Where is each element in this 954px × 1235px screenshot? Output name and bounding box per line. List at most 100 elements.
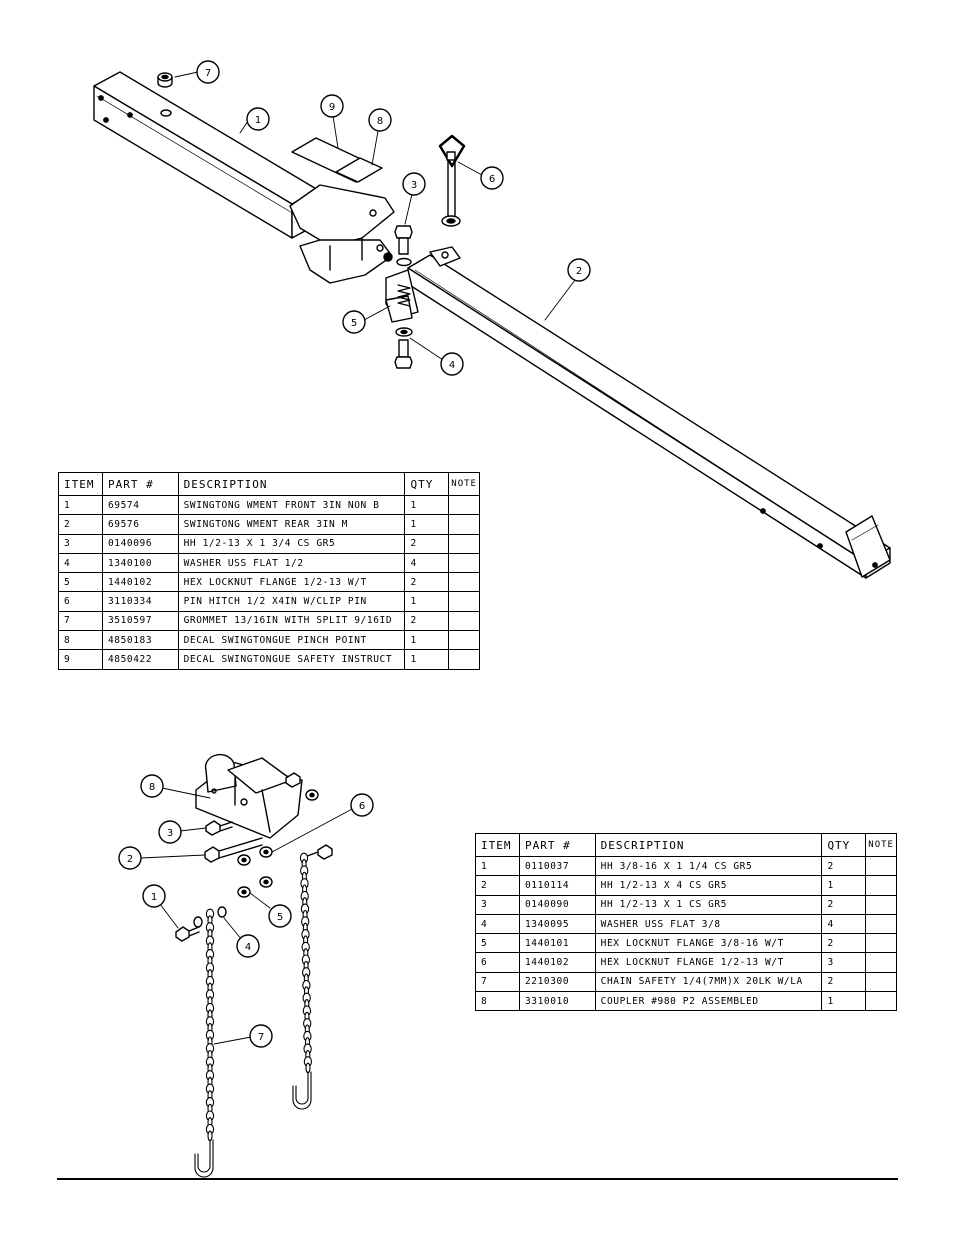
cell-note xyxy=(865,875,897,896)
chain-link xyxy=(305,1062,311,1074)
bottom-callouts xyxy=(118,774,374,1048)
cell-qty: 4 xyxy=(821,913,867,935)
chain-hook xyxy=(292,1071,312,1110)
table-header-row: ITEM PART # DESCRIPTION QTY NOTE xyxy=(475,833,897,857)
cell-description: HH 3/8-16 X 1 1/4 CS GR5 xyxy=(594,855,823,877)
chain-link xyxy=(207,1130,213,1142)
decals xyxy=(291,137,383,183)
cell-part: 69574 xyxy=(101,494,179,516)
footer-rule xyxy=(57,1178,898,1180)
cell-item: 5 xyxy=(58,572,103,593)
callout-bottom-3: 3 xyxy=(167,828,173,839)
cell-item: 3 xyxy=(475,894,520,915)
cell-qty: 1 xyxy=(404,649,450,670)
cell-part: 1440102 xyxy=(101,572,179,593)
header-description: DESCRIPTION xyxy=(594,833,823,857)
cell-note xyxy=(865,952,897,973)
cell-note xyxy=(448,591,480,612)
cell-part: 1340095 xyxy=(518,913,596,935)
cell-item: 8 xyxy=(58,630,103,651)
cell-part: 0140090 xyxy=(518,894,596,915)
cell-item: 6 xyxy=(58,591,103,612)
cell-qty: 2 xyxy=(821,894,867,915)
header-part: PART # xyxy=(101,472,179,496)
cell-qty: 1 xyxy=(404,494,450,516)
cell-description: WASHER USS FLAT 3/8 xyxy=(594,913,823,935)
cell-qty: 1 xyxy=(404,514,450,535)
grommet xyxy=(157,72,173,88)
cell-part: 69576 xyxy=(101,514,179,535)
cell-description: SWINGTONG WMENT FRONT 3IN NON B xyxy=(177,494,406,516)
cell-qty: 2 xyxy=(404,572,450,593)
cell-note xyxy=(865,913,897,935)
cell-description: DECAL SWINGTONGUE SAFETY INSTRUCT xyxy=(177,649,406,670)
cell-part: 0140096 xyxy=(101,533,179,554)
callout-top-5: 5 xyxy=(351,318,357,329)
cell-description: CHAIN SAFETY 1/4(7MM)X 20LK W/LA xyxy=(594,971,823,993)
cell-qty: 2 xyxy=(404,610,450,632)
cell-part: 4850183 xyxy=(101,630,179,651)
cell-note xyxy=(448,533,480,554)
callout-bottom-7: 7 xyxy=(258,1032,264,1043)
cell-qty: 4 xyxy=(404,552,450,574)
cell-qty: 1 xyxy=(404,591,450,612)
cell-qty: 2 xyxy=(821,855,867,877)
callout-bottom-8: 8 xyxy=(149,782,155,793)
cell-item: 1 xyxy=(58,494,103,516)
coupler-assembly xyxy=(195,753,303,839)
cell-part: 1340100 xyxy=(101,552,179,574)
header-note: NOTE xyxy=(448,472,480,496)
cell-qty: 1 xyxy=(404,630,450,651)
cell-note xyxy=(448,514,480,535)
callout-top-4: 4 xyxy=(449,360,455,371)
cell-qty: 1 xyxy=(821,875,867,896)
cell-part: 2210300 xyxy=(518,971,596,993)
cell-description: HH 1/2-13 X 1 3/4 CS GR5 xyxy=(177,533,406,554)
chain-hook xyxy=(194,1139,214,1178)
cell-description: WASHER USS FLAT 1/2 xyxy=(177,552,406,574)
callout-bottom-1: 1 xyxy=(151,892,157,903)
cell-item: 2 xyxy=(475,875,520,896)
cell-description: HH 1/2-13 X 1 CS GR5 xyxy=(594,894,823,915)
callout-bottom-5: 5 xyxy=(277,912,283,923)
cell-description: HH 1/2-13 X 4 CS GR5 xyxy=(594,875,823,896)
cell-item: 4 xyxy=(475,913,520,935)
cell-note xyxy=(865,991,897,1012)
cell-note xyxy=(865,933,897,954)
cell-qty: 3 xyxy=(821,952,867,973)
cell-description: GROMMET 13/16IN WITH SPLIT 9/16ID xyxy=(177,610,406,632)
cell-description: PIN HITCH 1/2 X4IN W/CLIP PIN xyxy=(177,591,406,612)
callout-top-1: 1 xyxy=(255,115,261,126)
cell-item: 9 xyxy=(58,649,103,670)
callout-bottom-4: 4 xyxy=(245,942,251,953)
header-part: PART # xyxy=(518,833,596,857)
table-header-row: ITEM PART # DESCRIPTION QTY NOTE xyxy=(58,472,480,496)
cell-note xyxy=(448,494,480,516)
header-description: DESCRIPTION xyxy=(177,472,406,496)
cell-part: 1440102 xyxy=(518,952,596,973)
bolt-bottom xyxy=(394,327,413,369)
callout-bottom-2: 2 xyxy=(127,854,133,865)
cell-qty: 2 xyxy=(821,971,867,993)
safety-chain-right xyxy=(292,852,313,1110)
cell-note xyxy=(448,552,480,574)
cell-item: 4 xyxy=(58,552,103,574)
hitch-pin xyxy=(438,134,466,227)
cell-item: 5 xyxy=(475,933,520,954)
callout-top-8: 8 xyxy=(377,116,383,127)
cell-part: 1440101 xyxy=(518,933,596,954)
cell-part: 4850422 xyxy=(101,649,179,670)
